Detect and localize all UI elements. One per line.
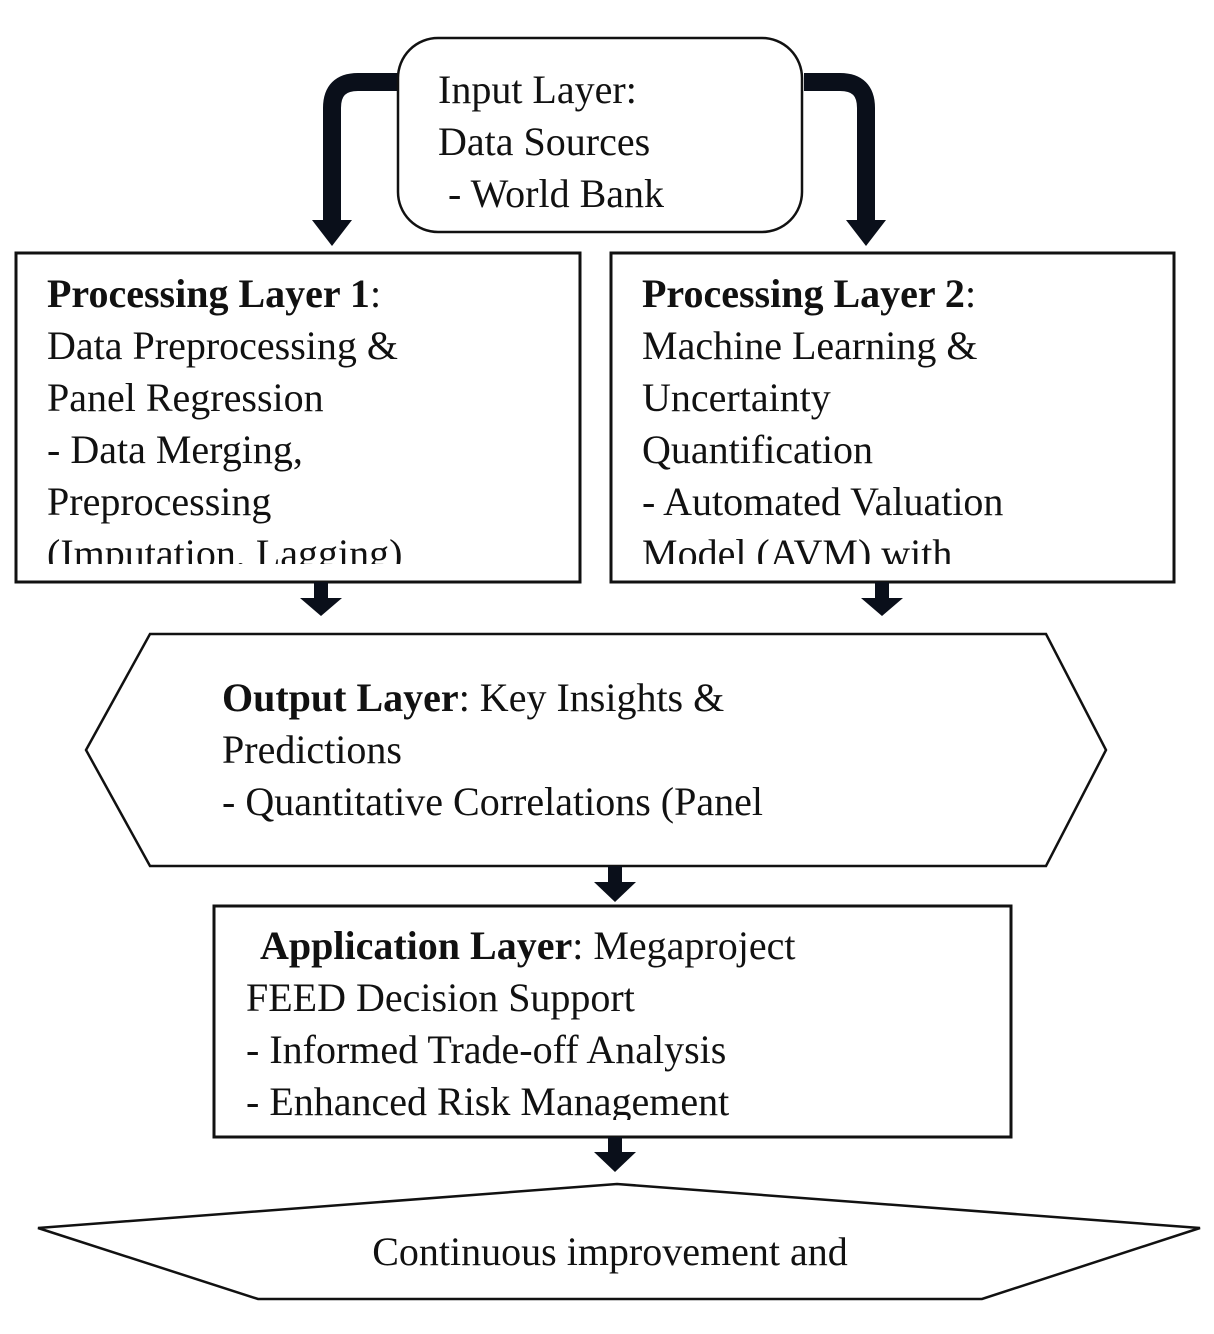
output-layer: Output Layer: Key Insights & Predictions…: [222, 672, 1022, 832]
processing-layer-1-line: Preprocessing: [47, 479, 272, 524]
processing-layer-2-line: Model (AVM) with: [642, 531, 953, 564]
application-layer: Application Layer: Megaproject FEED Deci…: [246, 920, 996, 1120]
arrowhead-application: [594, 1152, 636, 1172]
processing-layer-2-title: Processing Layer 2: [642, 271, 965, 316]
title-suffix: : Key Insights &: [458, 675, 725, 720]
arrowhead-right: [846, 220, 886, 246]
application-layer-line: - Enhanced Risk Management: [246, 1079, 730, 1120]
processing-layer-2-line: Quantification: [642, 427, 874, 472]
arrow-shaft-p1: [314, 582, 328, 600]
input-layer-line: Data Sources: [438, 119, 651, 164]
input-layer-line: - World Bank: [438, 171, 665, 214]
output-layer-shape: [84, 632, 1108, 868]
arrowhead-left: [312, 220, 352, 246]
processing-layer-2: Processing Layer 2: Machine Learning & U…: [642, 268, 1167, 564]
arrowhead-p2: [861, 598, 903, 616]
curved-arrow-left: [323, 73, 400, 222]
processing-layer-2-line: - Automated Valuation: [642, 479, 1004, 524]
processing-layer-1-shape: [14, 251, 582, 584]
output-layer-line: Predictions: [222, 727, 402, 772]
processing-layer-2-line: Uncertainty: [642, 375, 831, 420]
processing-layer-1-line: Data Preprocessing &: [47, 323, 399, 368]
output-layer-title: Output Layer: [222, 675, 459, 720]
arrowhead-p1: [300, 598, 342, 616]
input-layer-shape: [396, 36, 804, 234]
processing-layer-1-line: (Imputation, Lagging): [47, 531, 403, 564]
curved-arrow-right: [804, 73, 875, 222]
application-layer-title: Application Layer: [260, 923, 573, 968]
arrowhead-output: [594, 882, 636, 902]
input-layer: Input Layer: Data Sources - World Bank: [438, 64, 788, 214]
arrow-shaft-output: [608, 866, 622, 886]
output-layer-line: - Quantitative Correlations (Panel: [222, 779, 763, 824]
processing-layer-1-line: - Data Merging,: [47, 427, 303, 472]
application-layer-line: FEED Decision Support: [246, 975, 635, 1020]
title-suffix: :: [964, 271, 977, 316]
processing-layer-1: Processing Layer 1: Data Preprocessing &…: [47, 268, 572, 564]
arrow-shaft-p2: [875, 582, 889, 600]
processing-layer-1-title: Processing Layer 1: [47, 271, 370, 316]
processing-layer-2-shape: [609, 251, 1176, 584]
processing-layer-1-line: Panel Regression: [47, 375, 324, 420]
feedback-layer: Continuous improvement and: [240, 1226, 980, 1282]
input-layer-title: Input Layer:: [438, 67, 637, 112]
title-suffix: :: [369, 271, 382, 316]
title-suffix: : Megaproject: [572, 923, 796, 968]
feedback-layer-shape: [37, 1182, 1201, 1301]
feedback-layer-text: Continuous improvement and: [372, 1229, 848, 1274]
application-layer-line: - Informed Trade-off Analysis: [246, 1027, 727, 1072]
processing-layer-2-line: Machine Learning &: [642, 323, 978, 368]
